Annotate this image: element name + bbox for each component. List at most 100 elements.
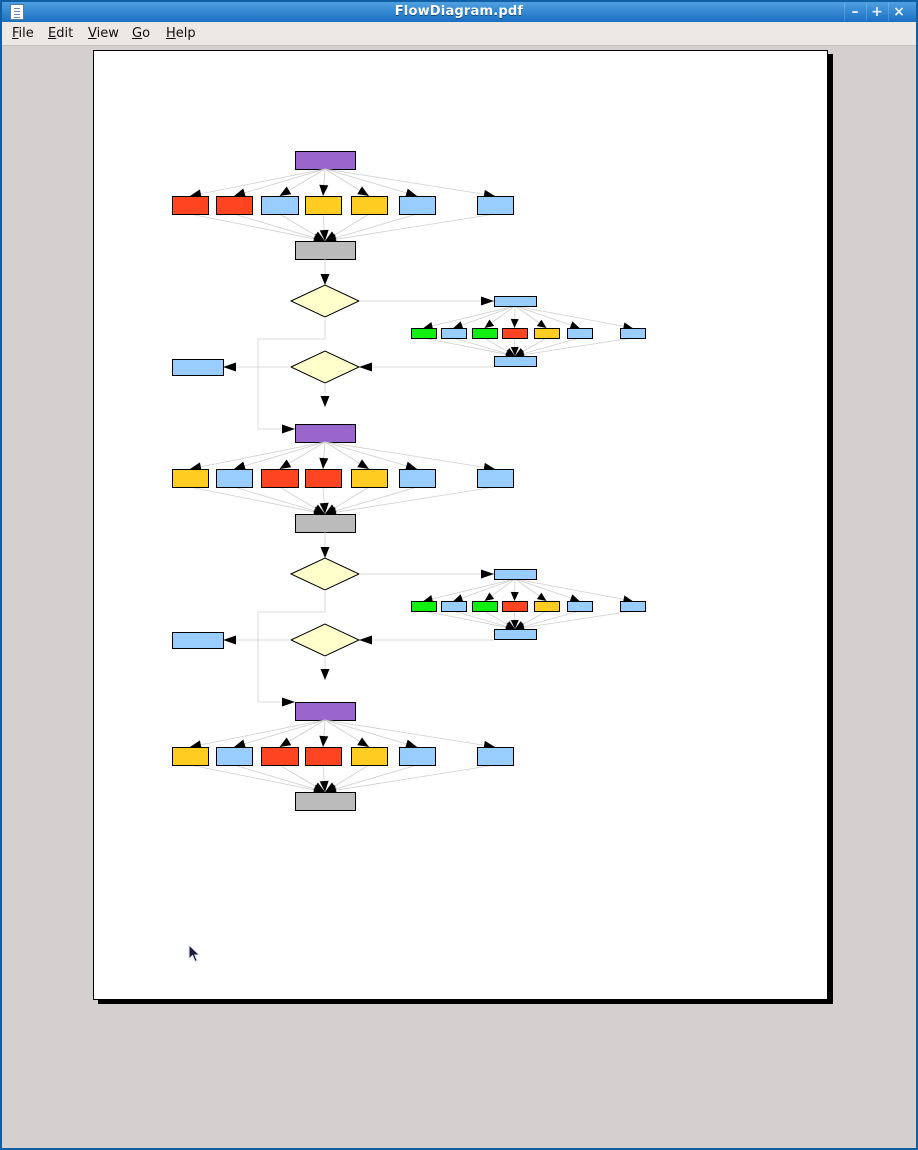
document-icon[interactable] <box>10 4 24 20</box>
block-1-join-edge-6-line <box>324 486 496 515</box>
block-0-to-decision-edge-arrowhead <box>320 274 330 285</box>
block-1-loop-edge-arrowhead <box>282 697 295 707</box>
block-1-sub-join-edge-1-line <box>453 610 516 630</box>
menu-go[interactable]: Go <box>132 26 151 41</box>
block-0-sub-fan-edge-4-arrowhead <box>536 319 547 328</box>
window-title: FlowDiagram.pdf <box>394 4 524 19</box>
block-2-fan-edge-1-line <box>233 719 326 748</box>
block-1-fan-edge-6-line <box>324 441 496 470</box>
block-1-sub-fan-edge-0-line <box>423 578 516 602</box>
block-1-fan-edge-5-line <box>324 441 418 470</box>
block-0-sub-fan-node-2 <box>472 328 498 339</box>
block-1-sub-fan-node-4 <box>534 601 560 612</box>
block-0-process-node <box>295 151 356 170</box>
block-0-fan-edge-0-line <box>189 168 326 197</box>
block-1-sub-fan-node-5 <box>567 601 593 612</box>
block-2-fan-edge-6-line <box>324 719 496 748</box>
block-1-sub-end-node <box>494 629 537 640</box>
title-bar[interactable]: FlowDiagram.pdf – + × <box>2 2 916 22</box>
menu-help[interactable]: Help <box>166 26 196 41</box>
block-2-fan-edge-3-arrowhead <box>319 735 329 747</box>
block-2-fan-node-5 <box>399 747 436 766</box>
block-0-fan-edge-4-arrowhead <box>357 186 369 196</box>
block-1-fan-edge-4-arrowhead <box>357 459 369 469</box>
minimize-icon[interactable]: – <box>844 3 865 21</box>
block-2-join-edge-3-arrowhead <box>319 780 329 792</box>
flow-diagram <box>172 151 646 811</box>
block-1-sub-join-edge-6-line <box>514 610 633 630</box>
block-0-sub-join-edge-3-arrowhead <box>510 346 519 356</box>
block-0-exit-edge-arrowhead <box>223 362 236 372</box>
block-0-sub-fan-edge-2-arrowhead <box>484 319 495 328</box>
block-2-fan-node-2 <box>261 747 299 766</box>
block-1-join-edge-5-line <box>324 486 418 515</box>
block-0-join-edge-2-arrowhead <box>313 231 325 241</box>
block-1-sub-fan-edge-3-arrowhead <box>510 591 519 601</box>
block-1-fan-edge-0-line <box>189 441 326 470</box>
block-0-to-next-edge-arrowhead <box>320 396 330 407</box>
block-0-sub-fan-edge-1-line <box>453 305 516 329</box>
block-1-fan-edge-1-arrowhead <box>234 461 246 471</box>
block-0-sub-fan-edge-5-arrowhead <box>569 321 580 329</box>
block-0-sub-join-edge-0-line <box>423 337 516 357</box>
block-0-fan-edge-1-arrowhead <box>234 188 246 198</box>
block-1-sub-fan-edge-1-arrowhead <box>453 594 464 602</box>
mouse-pointer-icon <box>188 944 201 963</box>
block-0-join-edge-5-line <box>324 213 418 242</box>
block-2-join-edge-1-line <box>233 764 326 793</box>
block-1-sub-start-node <box>494 569 537 580</box>
menu-edit[interactable]: Edit <box>48 26 74 41</box>
block-1-fan-edge-2-arrowhead <box>279 459 292 469</box>
block-1-fan-edge-1-line <box>233 441 326 470</box>
maximize-icon[interactable]: + <box>866 3 887 21</box>
block-1-sub-join-edge-2-arrowhead <box>505 620 515 629</box>
block-1-decision-1 <box>289 557 361 591</box>
block-1-decision-2 <box>289 623 361 657</box>
block-1-to-next-edge-arrowhead <box>320 669 330 680</box>
block-0-sub-end-node <box>494 356 537 367</box>
block-0-sub-fan-edge-0-arrowhead <box>423 322 434 330</box>
menu-file[interactable]: File <box>12 26 34 41</box>
block-2-join-edge-5-line <box>324 764 418 793</box>
block-0-fan-edge-5-line <box>324 168 418 197</box>
block-2-join-node <box>295 792 356 811</box>
block-0-join-node <box>295 241 356 260</box>
close-icon[interactable]: × <box>888 3 909 21</box>
block-2-fan-edge-4-arrowhead <box>357 737 369 747</box>
block-1-sub-fan-node-0 <box>411 601 437 612</box>
block-0-sub-join-edge-1-line <box>453 337 516 357</box>
block-1-fan-node-4 <box>351 469 388 488</box>
block-2-process-node <box>295 702 356 721</box>
block-1-exit-edge-arrowhead <box>223 635 236 645</box>
menu-bar: File Edit View Go Help <box>2 22 916 46</box>
block-1-sub-fan-edge-4-arrowhead <box>536 592 547 601</box>
block-2-fan-edge-5-line <box>324 719 418 748</box>
block-2-fan-edge-2-arrowhead <box>279 737 292 747</box>
block-1-fan-node-1 <box>216 469 253 488</box>
pdf-page[interactable] <box>93 50 828 1000</box>
block-1-return-edge-arrowhead <box>359 635 372 645</box>
block-1-sub-join-edge-5-line <box>514 610 580 630</box>
block-0-sub-fan-node-1 <box>441 328 467 339</box>
block-1-fan-edge-3-arrowhead <box>319 457 329 469</box>
block-0-sub-fan-node-6 <box>620 328 646 339</box>
block-0-decision-2 <box>289 350 361 384</box>
block-2-fan-edge-5-arrowhead <box>405 739 417 749</box>
block-1-branch-edge-arrowhead <box>481 569 494 579</box>
block-0-decision-1 <box>289 284 361 318</box>
block-0-fan-edge-6-line <box>324 168 496 197</box>
block-0-fan-node-0 <box>172 196 209 215</box>
block-0-sub-fan-edge-1-arrowhead <box>453 321 464 329</box>
block-0-fan-node-5 <box>399 196 436 215</box>
block-1-sub-fan-edge-5-arrowhead <box>569 594 580 602</box>
block-1-fan-node-3 <box>305 469 342 488</box>
block-1-join-edge-0-line <box>189 486 326 515</box>
document-viewport[interactable] <box>2 46 916 1148</box>
block-2-fan-node-4 <box>351 747 388 766</box>
block-0-sub-join-edge-5-line <box>514 337 580 357</box>
block-0-fan-node-4 <box>351 196 388 215</box>
block-0-fan-edge-2-arrowhead <box>279 186 292 196</box>
menu-view[interactable]: View <box>88 26 119 41</box>
block-1-to-decision-edge-arrowhead <box>320 547 330 558</box>
block-1-sub-fan-edge-2-arrowhead <box>484 592 495 601</box>
